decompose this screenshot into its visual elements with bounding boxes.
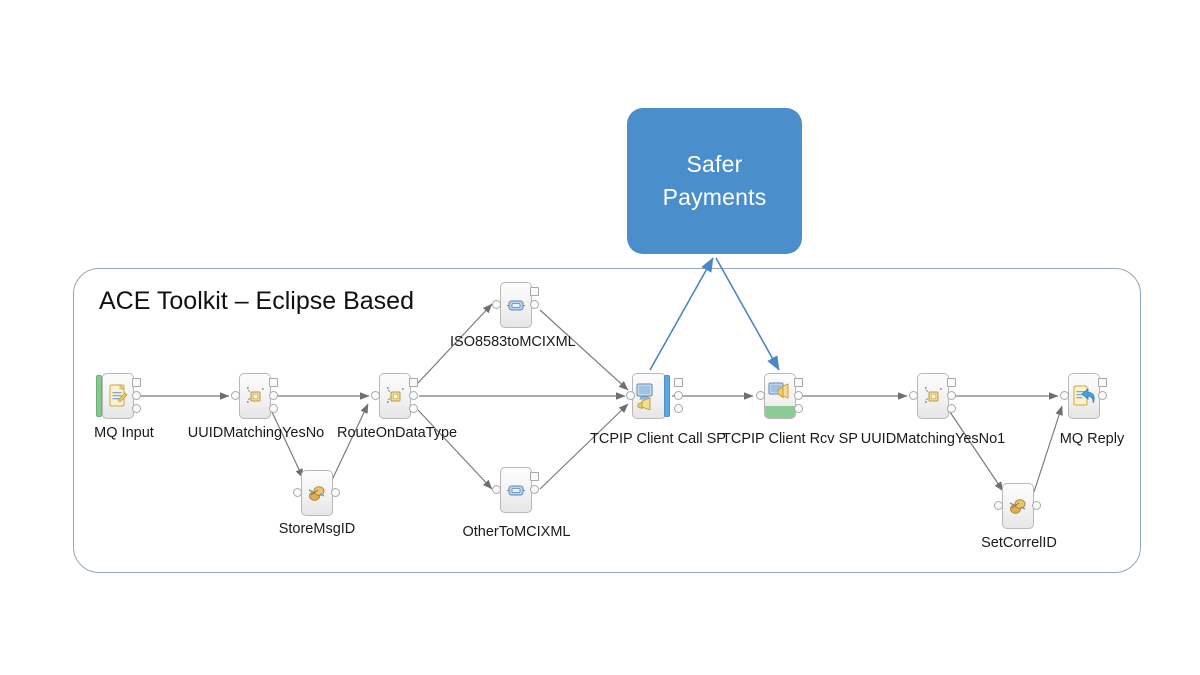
node-mq-reply-terminal-1[interactable] (1098, 378, 1107, 387)
node-uuid-matching-yesno-label: UUIDMatchingYesNo (187, 425, 325, 441)
node-other-to-mcixml-terminal-1[interactable] (530, 472, 539, 481)
node-tcpip-client-call-terminal-2[interactable] (674, 391, 683, 400)
tcpip-client-call-icon (634, 382, 660, 410)
safer-payments-label: Safer Payments (663, 148, 767, 215)
node-route-on-datatype-terminal-3[interactable] (409, 404, 418, 413)
node-iso8583-to-mcixml-label: ISO8583toMCIXML (450, 334, 576, 350)
node-store-msgid[interactable] (293, 470, 340, 516)
node-uuid-matching-yesno1-terminal-3[interactable] (947, 404, 956, 413)
node-tcpip-client-rcv-terminal-2[interactable] (794, 391, 803, 400)
node-other-to-mcixml-input-terminal[interactable] (492, 485, 501, 494)
node-uuid-matching-yesno1-label: UUIDMatchingYesNo1 (860, 431, 1006, 447)
node-tcpip-client-rcv-terminal-3[interactable] (794, 404, 803, 413)
node-mq-input-label: MQ Input (94, 425, 154, 441)
ace-toolkit-title: ACE Toolkit – Eclipse Based (99, 287, 414, 315)
node-tcpip-client-rcv-label: TCPIP Client Rcv SP (722, 431, 858, 447)
node-uuid-matching-yesno-input-terminal[interactable] (231, 391, 240, 400)
node-uuid-matching-yesno-terminal-3[interactable] (269, 404, 278, 413)
node-set-correlid[interactable] (994, 483, 1041, 529)
node-other-to-mcixml-body (500, 467, 532, 513)
database-retrieve-icon (1005, 492, 1031, 520)
node-store-msgid-terminal-1[interactable] (331, 488, 340, 497)
node-store-msgid-label: StoreMsgID (278, 521, 356, 537)
node-mq-input-accent-bar (96, 375, 102, 417)
compute-icon (382, 382, 408, 410)
node-other-to-mcixml-terminal-2[interactable] (530, 485, 539, 494)
node-iso8583-to-mcixml-terminal-2[interactable] (530, 300, 539, 309)
node-route-on-datatype-terminal-2[interactable] (409, 391, 418, 400)
node-tcpip-client-rcv-accent-bar (765, 406, 795, 418)
node-tcpip-client-call[interactable] (626, 373, 683, 419)
node-route-on-datatype[interactable] (371, 373, 418, 419)
node-iso8583-to-mcixml[interactable] (492, 282, 539, 328)
compute-icon (242, 382, 268, 410)
node-uuid-matching-yesno1[interactable] (909, 373, 956, 419)
safer-payments-label-line2: Payments (662, 184, 767, 210)
node-route-on-datatype-terminal-1[interactable] (409, 378, 418, 387)
node-mq-reply[interactable] (1060, 373, 1107, 419)
node-route-on-datatype-label: RouteOnDataType (337, 425, 458, 441)
compute-icon (920, 382, 946, 410)
node-set-correlid-input-terminal[interactable] (994, 501, 1003, 510)
node-tcpip-client-rcv-terminal-1[interactable] (794, 378, 803, 387)
node-uuid-matching-yesno1-terminal-1[interactable] (947, 378, 956, 387)
node-mq-reply-input-terminal[interactable] (1060, 391, 1069, 400)
tcpip-client-rcv-icon (767, 379, 793, 407)
mq-reply-icon (1071, 382, 1097, 410)
node-store-msgid-input-terminal[interactable] (293, 488, 302, 497)
node-mq-input-terminal-1[interactable] (132, 378, 141, 387)
node-mq-reply-label: MQ Reply (1059, 431, 1125, 447)
node-tcpip-client-call-terminal-1[interactable] (674, 378, 683, 387)
mapping-icon (503, 291, 529, 319)
node-tcpip-client-call-accent-bar (664, 375, 670, 417)
safer-payments-label-line1: Safer (686, 150, 743, 177)
ace-toolkit-container (73, 268, 1141, 573)
node-iso8583-to-mcixml-input-terminal[interactable] (492, 300, 501, 309)
node-uuid-matching-yesno1-terminal-2[interactable] (947, 391, 956, 400)
node-tcpip-client-rcv-input-terminal[interactable] (756, 391, 765, 400)
mapping-icon (503, 476, 529, 504)
node-mq-reply-terminal-2[interactable] (1098, 391, 1107, 400)
node-uuid-matching-yesno1-input-terminal[interactable] (909, 391, 918, 400)
node-iso8583-to-mcixml-terminal-1[interactable] (530, 287, 539, 296)
node-uuid-matching-yesno-terminal-2[interactable] (269, 391, 278, 400)
node-mq-input-terminal-2[interactable] (132, 391, 141, 400)
node-mq-input[interactable] (96, 373, 141, 419)
safer-payments-box[interactable]: Safer Payments (627, 108, 802, 254)
node-mq-input-terminal-3[interactable] (132, 404, 141, 413)
node-uuid-matching-yesno[interactable] (231, 373, 278, 419)
node-tcpip-client-call-label: TCPIP Client Call SP (590, 431, 726, 447)
node-other-to-mcixml[interactable] (492, 467, 539, 513)
database-retrieve-icon (304, 479, 330, 507)
node-set-correlid-label: SetCorrelID (981, 535, 1057, 551)
mq-input-icon (105, 382, 131, 410)
node-other-to-mcixml-label: OtherToMCIXML (462, 524, 571, 540)
node-tcpip-client-call-input-terminal[interactable] (626, 391, 635, 400)
node-tcpip-client-call-terminal-3[interactable] (674, 404, 683, 413)
node-tcpip-client-rcv[interactable] (756, 373, 803, 419)
node-set-correlid-terminal-1[interactable] (1032, 501, 1041, 510)
node-uuid-matching-yesno-terminal-1[interactable] (269, 378, 278, 387)
node-route-on-datatype-input-terminal[interactable] (371, 391, 380, 400)
